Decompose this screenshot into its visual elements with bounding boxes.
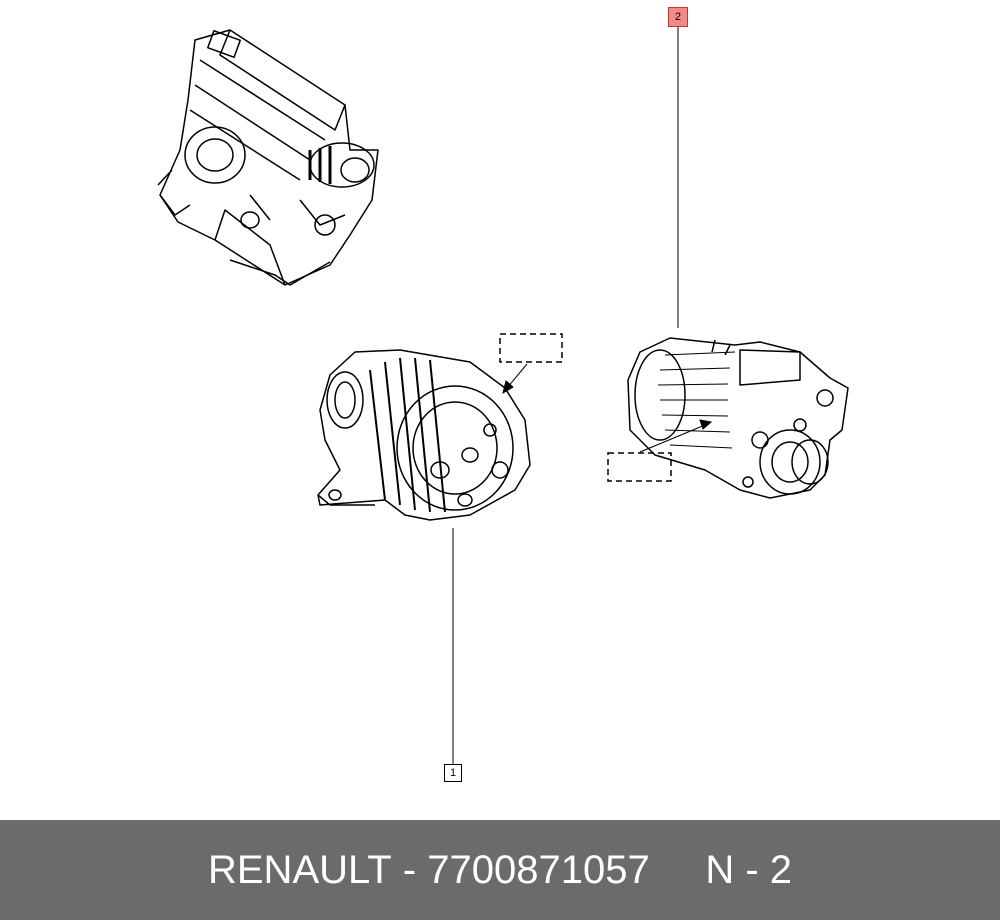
engine-illustration bbox=[157, 29, 379, 286]
footer-separator: - bbox=[391, 847, 428, 892]
diagram-reference: N - 2 bbox=[705, 847, 792, 892]
callout-1[interactable]: 1 bbox=[444, 764, 462, 782]
leader-lines bbox=[452, 27, 713, 764]
exploded-parts-diagram bbox=[157, 27, 849, 764]
blank-label-box-starter bbox=[607, 452, 672, 482]
pointer-arrow-starter bbox=[699, 419, 713, 430]
footer-bar: RENAULT - 7700871057 N - 2 bbox=[0, 820, 1000, 920]
part-number: 7700871057 bbox=[427, 847, 650, 892]
alternator-illustration bbox=[317, 349, 531, 521]
callout-2-highlighted[interactable]: 2 bbox=[668, 7, 688, 27]
brand-name: RENAULT bbox=[207, 847, 392, 892]
footer-gap bbox=[650, 848, 706, 893]
pointer-arrow-alternator bbox=[502, 380, 514, 395]
starter-motor-illustration bbox=[627, 337, 849, 499]
blank-label-box-alternator bbox=[499, 333, 563, 363]
pointer-line-alternator bbox=[506, 363, 528, 389]
pointer-line-starter bbox=[639, 424, 706, 453]
